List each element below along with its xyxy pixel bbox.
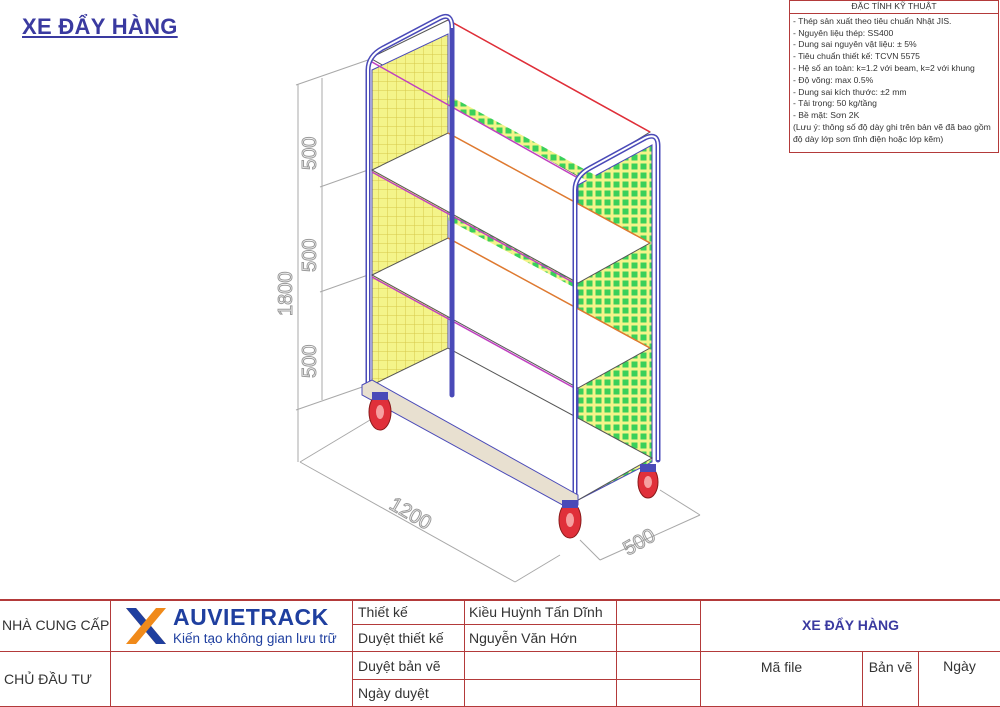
- design-value: Kiều Huỳnh Tấn Dĩnh: [469, 603, 603, 620]
- dim-total-height: 1800: [275, 272, 297, 317]
- supplier-label: NHÀ CUNG CẤP: [2, 617, 110, 633]
- left-end-mesh: [371, 33, 449, 396]
- specs-header: ĐẶC TÍNH KỸ THUẬT: [790, 1, 998, 14]
- technical-specs-box: ĐẶC TÍNH KỸ THUẬT - Thép sản xuất theo t…: [789, 0, 999, 153]
- design-check-label: Duyệt thiết kế: [358, 630, 444, 646]
- spec-item: - Tiêu chuẩn thiết kế: TCVN 5575: [793, 51, 920, 62]
- spec-item: - Thép sản xuất theo tiêu chuẩn Nhật JIS…: [793, 15, 952, 26]
- drawing-check-label: Duyệt bản vẽ: [358, 657, 441, 674]
- dim-level-2: 500: [299, 239, 321, 272]
- title-block-drawing-title: XE ĐẨY HÀNG: [802, 617, 899, 633]
- design-label: Thiết kế: [358, 603, 408, 620]
- dim-level-3: 500: [299, 345, 321, 378]
- caster-wheels: [368, 392, 659, 539]
- file-code-label: Mã file: [760, 659, 803, 675]
- dim-length: 1200: [386, 493, 436, 534]
- logo-name: AUVIETRACK: [173, 604, 329, 630]
- spec-item: - Nguyên liệu thép: SS400: [793, 27, 894, 38]
- investor-label: CHỦ ĐẦU TƯ: [4, 671, 92, 687]
- spec-item: - Dung sai kích thước: ±2 mm: [793, 86, 907, 97]
- spec-note: (Lưu ý: thông số độ dày ghi trên bản vẽ …: [793, 121, 991, 144]
- date-label: Ngày: [943, 658, 976, 674]
- trolley-isometric-drawing: 1800 500 500 500 1200 500: [275, 13, 701, 583]
- dimension-lines: [295, 59, 701, 583]
- title-block: NHÀ CUNG CẤP CHỦ ĐẦU TƯ Thiết kế Duyệt t…: [0, 599, 1000, 707]
- approval-date-label: Ngày duyệt: [358, 685, 429, 701]
- drawing-title: XE ĐẨY HÀNG: [22, 14, 178, 39]
- spec-item: - Dung sai nguyên vật liệu: ± 5%: [793, 39, 917, 50]
- dim-depth: 500: [620, 525, 660, 561]
- auvietrack-logo-icon: [126, 608, 166, 644]
- spec-item: - Hệ số an toàn: k=1.2 với beam, k=2 với…: [793, 62, 975, 73]
- logo-tagline: Kiến tạo không gian lưu trữ: [173, 631, 337, 646]
- design-check-value: Nguyễn Văn Hớn: [469, 630, 578, 646]
- spec-item: - Độ võng: max 0.5%: [793, 74, 874, 85]
- dim-level-1: 500: [299, 137, 321, 170]
- revision-label: Bản vẽ: [868, 659, 913, 675]
- spec-item: - Tải trọng: 50 kg/tầng: [793, 98, 877, 109]
- spec-item: - Bề mặt: Sơn 2K: [793, 110, 860, 121]
